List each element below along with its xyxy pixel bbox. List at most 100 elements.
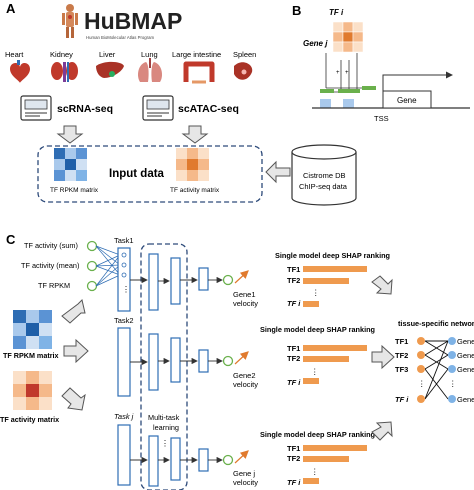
- network-gene-node-1: [448, 337, 456, 345]
- hidden-layers: [148, 253, 181, 487]
- cistrome-db-label: Cistrome DB: [303, 171, 346, 180]
- network-gene-node-3: [448, 365, 456, 373]
- shap2-tf1: TF1: [287, 344, 300, 353]
- taskj-label: Task j: [114, 412, 134, 421]
- network-gene3-label: Gene3: [457, 365, 474, 374]
- shap3-ellipsis: ⋮: [311, 467, 319, 476]
- input-label-sum: TF activity (sum): [24, 241, 78, 250]
- large-intestine-icon: [183, 61, 215, 84]
- activity-matrix-icon-a: [176, 148, 209, 181]
- shap1-bar-tfi: [303, 301, 319, 307]
- rpkm-matrix-icon-c: [13, 310, 52, 349]
- arrow-matrix-to-taskj: [61, 387, 86, 411]
- input-node-rpkm: [86, 280, 98, 292]
- chip-peak-3: [362, 86, 376, 90]
- network-gene-node-j: [448, 395, 456, 403]
- task1-ellipsis: ⋮: [122, 285, 130, 294]
- organ-label-large-intestine: Large intestine: [172, 50, 221, 59]
- multitask-label-line2: learning: [153, 423, 179, 432]
- input-label-rpkm: TF RPKM: [38, 281, 70, 290]
- network-tf-node-2: [417, 351, 425, 359]
- shap1-tf2: TF2: [287, 276, 300, 285]
- hubmap-logo: HuBMAP: [84, 8, 182, 34]
- network-gene-node-2: [448, 351, 456, 359]
- velocity-genej-label: velocity: [233, 478, 258, 487]
- tf-i-label-b: TF i: [329, 8, 344, 17]
- scatac-seq-label: scATAC-seq: [178, 103, 239, 115]
- regulatory-region-1: [320, 99, 331, 108]
- rpkm-matrix-caption-c: TF RPKM matrix: [3, 351, 59, 360]
- arrow-shap1-to-network: [371, 275, 393, 295]
- arrow-matrix-to-task2: [63, 338, 89, 364]
- network-title: tissue-specific networks: [398, 319, 474, 328]
- hubmap-subtitle: Human BioMolecular Atlas Program: [86, 35, 154, 40]
- input-data-label: Input data: [109, 168, 165, 180]
- shap3-bar-tf1: [303, 445, 367, 451]
- input-node-mean: [86, 260, 98, 272]
- shap-title-2: Single model deep SHAP ranking: [260, 325, 375, 334]
- shap2-tf2: TF2: [287, 354, 300, 363]
- velocity-gene1-label: velocity: [233, 299, 258, 308]
- panel-b-letter: B: [292, 3, 301, 18]
- chip-peak-1: [320, 89, 334, 93]
- shap1-bar-tf1: [303, 266, 367, 272]
- shap3-tf2: TF2: [287, 454, 300, 463]
- arrow-left-cistrome: [265, 160, 291, 184]
- task1-input-layer: [117, 247, 131, 312]
- arrow-down-scatac: [181, 125, 209, 144]
- input-node-sum: [86, 240, 98, 252]
- output-arrows: [180, 276, 223, 464]
- input-to-task1-edges: [95, 245, 121, 287]
- shap3-bar-tf2: [303, 456, 349, 462]
- organ-label-liver: Liver: [99, 50, 116, 59]
- spleen-icon: [234, 62, 253, 80]
- panel-c-letter: C: [6, 232, 16, 247]
- shap-title-3: Single model deep SHAP ranking: [260, 430, 375, 439]
- chip-peak-2: [338, 89, 360, 93]
- velocity-trend-arrow-j: [234, 450, 249, 464]
- arrow-down-scrna: [56, 125, 84, 144]
- network-gene-ellipsis: ⋮: [449, 379, 457, 388]
- network-tf3-label: TF3: [395, 365, 408, 374]
- activity-matrix-caption-a: TF activity matrix: [170, 187, 220, 194]
- task2-input-layer: [117, 327, 131, 397]
- network-genej-label: Gene j: [457, 395, 474, 404]
- tf-gene-matrix-b: [332, 21, 364, 53]
- tss-label: TSS: [374, 114, 389, 123]
- velocity-trend-arrow-2: [234, 351, 249, 365]
- organ-label-heart: Heart: [5, 50, 24, 59]
- shap2-bar-tf1: [303, 345, 367, 351]
- arrow-shap2-to-network: [371, 344, 395, 370]
- organ-label-lung: Lung: [141, 50, 158, 59]
- plus-sign-1: +: [336, 70, 340, 76]
- network-tf1-label: TF1: [395, 337, 408, 346]
- shap1-ellipsis: ⋮: [312, 288, 320, 297]
- velocity-genej-name: Gene j: [233, 469, 255, 478]
- task2-label: Task2: [114, 316, 134, 325]
- shap-title-1: Single model deep SHAP ranking: [275, 251, 390, 260]
- velocity-gene2-name: Gene2: [233, 371, 256, 380]
- velocity-gene2-label: velocity: [233, 380, 258, 389]
- network-edges: [424, 340, 449, 400]
- scatac-sequencer-icon: [142, 95, 174, 121]
- multitask-learning-box: [140, 243, 188, 490]
- velocity-node-gene2: [222, 355, 234, 367]
- tss-arrow: [382, 71, 453, 108]
- arrow-matrix-to-task1: [61, 299, 86, 324]
- organ-label-kidney: Kidney: [50, 50, 73, 59]
- cistrome-database-icon: [291, 144, 357, 206]
- task1-input-node-2: [121, 262, 127, 268]
- kidney-icon: [51, 62, 78, 82]
- organ-label-spleen: Spleen: [233, 50, 256, 59]
- liver-icon: [96, 61, 124, 78]
- shap1-bar-tf2: [303, 278, 349, 284]
- shap2-bar-tf2: [303, 356, 349, 362]
- network-gene2-label: Gene2: [457, 351, 474, 360]
- task1-input-node-3: [121, 272, 127, 278]
- network-tfi-label: TF i: [395, 395, 409, 404]
- shap2-bar-tfi: [303, 378, 319, 384]
- network-tf-ellipsis: ⋮: [418, 379, 426, 388]
- velocity-node-genej: [222, 454, 234, 466]
- output-layers: [198, 267, 209, 472]
